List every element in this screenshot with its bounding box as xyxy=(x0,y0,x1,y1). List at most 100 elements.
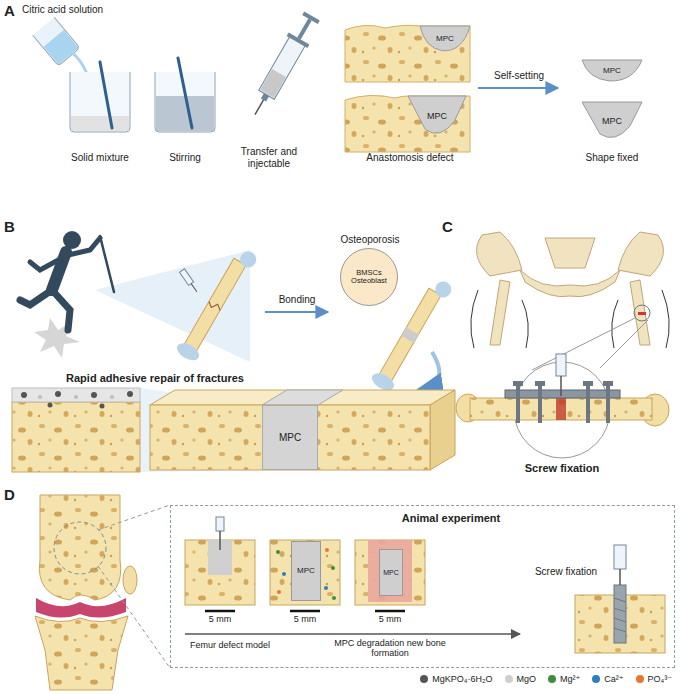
legend-text: MgKPO₄·6H₂O xyxy=(432,674,492,684)
mpc-slurry xyxy=(156,96,214,131)
mpc-layer xyxy=(12,388,140,402)
legend-swatch xyxy=(636,675,644,683)
zoom-leader xyxy=(98,505,170,530)
legend: MgKPO₄·6H₂O MgO Mg²⁺ Ca²⁺ PO₄³⁻ xyxy=(260,674,672,684)
block-top xyxy=(150,390,455,405)
thread xyxy=(614,628,626,632)
panel-letter: B xyxy=(4,218,24,235)
femur-shaft xyxy=(379,288,441,382)
falling-person xyxy=(20,231,114,330)
step-label: Citric acid solution xyxy=(22,4,152,16)
femur-shaft xyxy=(470,398,652,420)
patella xyxy=(123,566,137,594)
plunger-rod xyxy=(297,18,311,39)
new-bone-region xyxy=(368,540,412,602)
mg-ion xyxy=(276,550,280,554)
mgkpo4-dot xyxy=(55,391,61,397)
arrow-label: Self-setting xyxy=(478,70,560,82)
femur-head xyxy=(432,279,454,301)
screw xyxy=(586,383,590,423)
mpc-top xyxy=(262,390,343,405)
syringe xyxy=(245,10,323,121)
step-label: Shape fixed xyxy=(562,152,662,164)
node-heading: MPC xyxy=(279,432,301,443)
femur-head xyxy=(237,249,259,271)
ca-ion xyxy=(282,572,286,576)
thigh-line xyxy=(612,300,618,348)
screws xyxy=(513,381,613,423)
mgo-dot xyxy=(74,395,78,399)
mgo-dot xyxy=(38,395,42,399)
panel-letter: C xyxy=(442,218,462,235)
thigh-line xyxy=(522,300,528,348)
step-label: Stirring xyxy=(145,152,225,164)
bone-interface xyxy=(12,402,140,472)
small-syringe xyxy=(180,269,200,294)
stirring-rod xyxy=(178,58,192,128)
syringe-needle xyxy=(560,376,562,396)
screw-head xyxy=(603,381,613,386)
curved-arrow xyxy=(418,352,439,390)
stage-label: MPC degradation new bone formation xyxy=(320,638,460,659)
mpc-outline xyxy=(582,102,642,138)
timeline-arrow xyxy=(185,633,520,635)
zoom-cone xyxy=(95,250,250,362)
fracture-mark xyxy=(638,312,646,315)
syringe-barrel xyxy=(614,545,626,569)
po4-ion xyxy=(277,590,281,594)
syringe-needle xyxy=(219,531,221,550)
node-heading: Animal experiment xyxy=(371,512,531,524)
mpc-outline xyxy=(420,26,470,51)
mpc-segment: MPC xyxy=(262,405,318,470)
stirring-beaker xyxy=(155,72,215,132)
legend-item: Ca²⁺ xyxy=(592,674,623,684)
block-side xyxy=(430,390,455,470)
bone-block xyxy=(345,25,470,82)
legend-text: MgO xyxy=(517,674,537,684)
fracture-gap xyxy=(556,398,566,420)
mgkpo4-dot xyxy=(21,392,27,398)
po4-ion xyxy=(325,548,329,552)
syringe xyxy=(216,517,224,550)
stirring-rod xyxy=(100,62,112,128)
mpc-shape: MPC xyxy=(582,60,642,82)
mpc-bond xyxy=(401,327,418,343)
thigh-line xyxy=(662,290,669,348)
fractured-femur xyxy=(174,244,259,365)
mpc-filling: MPC xyxy=(420,26,470,52)
pubis xyxy=(520,270,620,297)
node-heading: MPC xyxy=(603,67,621,76)
panel-heading: Rapid adhesive repair of fractures xyxy=(30,372,280,385)
syringe xyxy=(614,545,626,585)
screw-head xyxy=(513,381,523,386)
process-arrow xyxy=(265,311,328,313)
solid-powder xyxy=(71,116,129,131)
node-heading: Osteoporosis xyxy=(321,234,419,245)
bone-block xyxy=(150,405,430,470)
legend-item: MgKPO₄·6H₂O xyxy=(420,674,492,684)
syringe xyxy=(556,354,566,396)
ilium xyxy=(618,232,663,276)
legend-text: PO₄³⁻ xyxy=(648,674,672,684)
beaker-glass xyxy=(33,17,80,66)
syringe-needle xyxy=(255,100,264,115)
syringe-barrel xyxy=(180,269,194,286)
thigh-outline xyxy=(471,290,669,348)
mgkpo4-dot xyxy=(127,391,133,397)
femur xyxy=(490,280,510,345)
legend-item: Mg²⁺ xyxy=(548,674,580,684)
legend-text: Mg²⁺ xyxy=(560,674,580,684)
person-leg xyxy=(20,290,52,305)
arrow-label: Bonding xyxy=(260,294,334,306)
screw-head xyxy=(535,381,545,386)
screw xyxy=(614,585,626,643)
pouring-beaker xyxy=(33,17,80,66)
node-heading: MPC xyxy=(602,117,622,127)
mpc-outline xyxy=(582,60,642,81)
scale-bar xyxy=(375,610,405,613)
thread xyxy=(614,608,626,612)
screw-head xyxy=(583,381,593,386)
bone-panel xyxy=(270,540,340,605)
